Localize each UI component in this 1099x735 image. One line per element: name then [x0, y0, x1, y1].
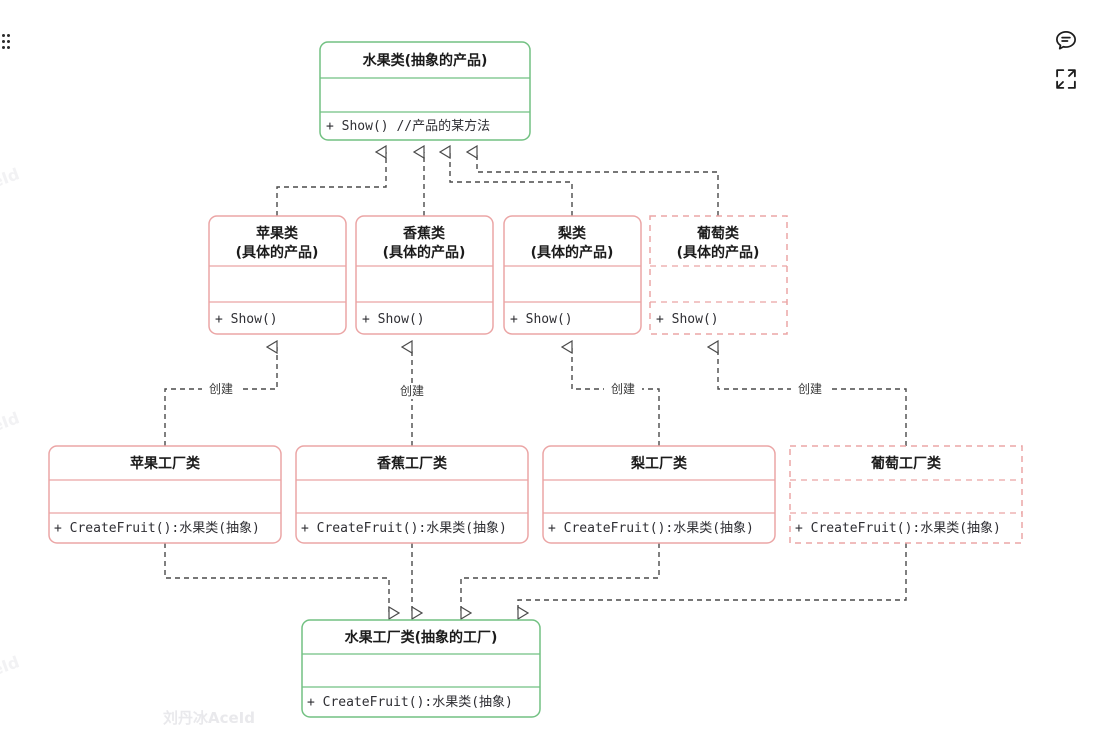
class-method: + Show(): [215, 312, 278, 327]
edge-pear-factory-to-abstract: [460, 543, 660, 613]
class-title: 葡萄类: [696, 225, 740, 242]
class-box-grape-product[interactable]: 葡萄类 (具体的产品) + Show(): [649, 215, 788, 335]
edge-label-create-pear: 创建: [604, 381, 642, 397]
class-box-outline: [319, 41, 531, 141]
watermark-fragment: eId: [0, 652, 22, 680]
class-box-banana-factory[interactable]: 香蕉工厂类 + CreateFruit():水果类(抽象): [295, 445, 529, 544]
class-title-sub: (具体的产品): [531, 244, 614, 261]
class-title: 香蕉工厂类: [376, 455, 448, 472]
class-box-outline: [208, 215, 347, 335]
class-title: 苹果工厂类: [130, 455, 201, 472]
watermark-fragment: eId: [0, 164, 22, 192]
class-box-outline: [649, 215, 788, 335]
edge-apple-factory-to-abstract: [164, 543, 389, 613]
drag-dot: [2, 34, 5, 37]
drag-dot: [7, 34, 10, 37]
edge-label-text: 创建: [400, 384, 424, 398]
class-method: + CreateFruit():水果类(抽象): [301, 521, 507, 536]
class-method: + CreateFruit():水果类(抽象): [307, 695, 513, 710]
edge-label-text: 创建: [798, 382, 822, 396]
class-box-fruit-abstract[interactable]: 水果类(抽象的产品) + Show() //产品的某方法: [319, 41, 531, 141]
class-title: 苹果类: [256, 225, 299, 242]
watermark-main: 刘丹冰AceId: [163, 709, 255, 727]
class-box-banana-product[interactable]: 香蕉类 (具体的产品) + Show(): [355, 215, 494, 335]
class-box-apple-factory[interactable]: 苹果工厂类 + CreateFruit():水果类(抽象): [48, 445, 282, 544]
class-title: 水果类(抽象的产品): [363, 52, 488, 69]
edge-pear-product-to-fruit: [450, 152, 573, 216]
class-method: + Show(): [656, 312, 719, 327]
drag-dot: [7, 40, 10, 43]
class-title: 梨类: [557, 225, 587, 242]
class-method: + Show(): [510, 312, 573, 327]
edge-label-create-apple: 创建: [202, 381, 240, 397]
dependency-edge-labels: 创建 创建 创建 创建: [202, 381, 829, 399]
class-method: + CreateFruit():水果类(抽象): [795, 521, 1001, 536]
class-box-pear-product[interactable]: 梨类 (具体的产品) + Show(): [503, 215, 642, 335]
edge-apple-product-to-fruit: [276, 152, 387, 216]
drag-handle[interactable]: [2, 34, 16, 52]
fullscreen-icon[interactable]: [1053, 66, 1079, 92]
class-box-outline: [295, 445, 529, 544]
edge-label-create-banana: 创建: [393, 383, 431, 399]
comment-icon[interactable]: [1053, 28, 1079, 54]
class-box-fruit-factory-abstract[interactable]: 水果工厂类(抽象的工厂) + CreateFruit():水果类(抽象): [301, 619, 541, 718]
edge-grape-factory-creates-grape: [718, 347, 907, 446]
class-box-outline: [48, 445, 282, 544]
fullscreen-icon-glyph: [1056, 69, 1076, 89]
class-box-pear-factory[interactable]: 梨工厂类 + CreateFruit():水果类(抽象): [542, 445, 776, 544]
class-box-outline: [789, 445, 1023, 544]
drag-dot: [2, 40, 5, 43]
watermark-fragment: eId: [0, 408, 22, 436]
class-title-sub: (具体的产品): [677, 244, 760, 261]
drag-dot: [2, 46, 5, 49]
class-method: + CreateFruit():水果类(抽象): [548, 521, 754, 536]
class-box-grape-factory[interactable]: 葡萄工厂类 + CreateFruit():水果类(抽象): [789, 445, 1023, 544]
class-title: 葡萄工厂类: [870, 455, 942, 472]
class-box-outline: [503, 215, 642, 335]
class-box-outline: [355, 215, 494, 335]
realization-edges-factories: [164, 543, 907, 613]
drag-dot: [7, 46, 10, 49]
class-method: + CreateFruit():水果类(抽象): [54, 521, 260, 536]
class-title-sub: (具体的产品): [236, 244, 319, 261]
class-title: 香蕉类: [402, 225, 446, 242]
class-title: 水果工厂类(抽象的工厂): [345, 629, 498, 646]
class-method: + Show() //产品的某方法: [326, 118, 490, 134]
edge-label-text: 创建: [209, 382, 233, 396]
class-title-sub: (具体的产品): [383, 244, 466, 261]
class-box-outline: [542, 445, 776, 544]
realization-edges-products: [276, 152, 719, 216]
class-box-outline: [301, 619, 541, 718]
edge-label-create-grape: 创建: [791, 381, 829, 397]
edge-label-text: 创建: [611, 382, 635, 396]
class-box-apple-product[interactable]: 苹果类 (具体的产品) + Show(): [208, 215, 347, 335]
edge-grape-factory-to-abstract: [517, 543, 907, 613]
comment-icon-glyph: [1056, 31, 1076, 50]
edge-grape-product-to-fruit: [477, 152, 719, 216]
class-method: + Show(): [362, 312, 425, 327]
class-title: 梨工厂类: [630, 455, 688, 472]
